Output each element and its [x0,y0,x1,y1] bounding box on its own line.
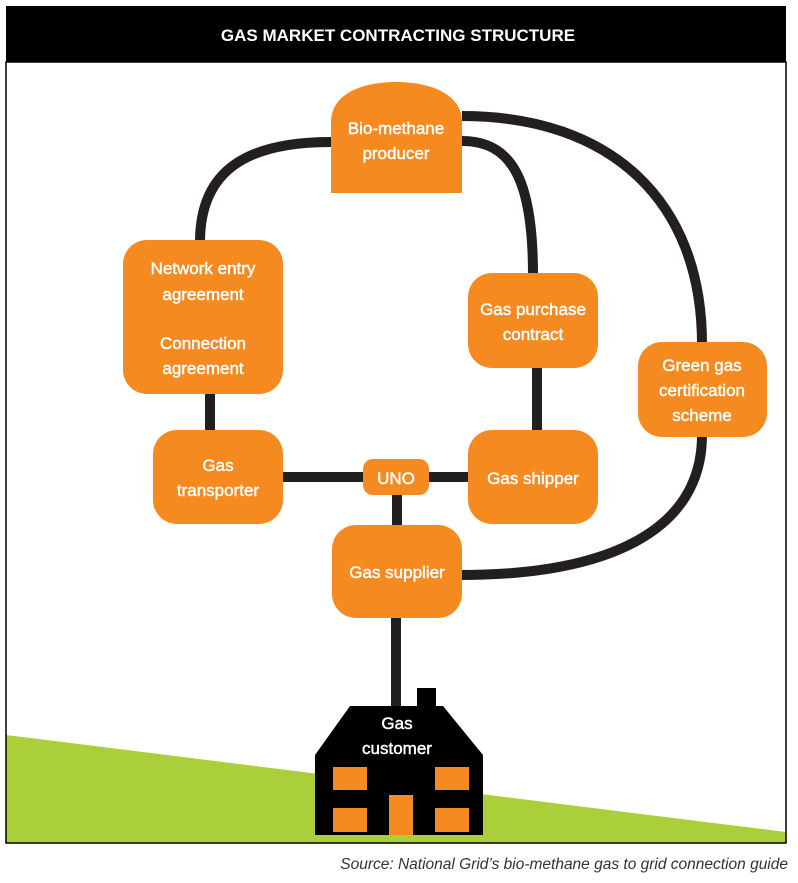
supplier-shape [332,525,462,618]
green-gas-label-line2: certification [659,381,745,400]
purchase-contract-shape [468,273,598,368]
transporter-label-line2: transporter [177,481,260,500]
source-caption: Source: National Grid’s bio-methane gas … [340,856,788,873]
node-gas-transporter: Gas transporter [153,430,283,524]
edge-green-gas-supplier [459,434,707,580]
node-bio-methane-producer: Bio-methane producer [331,82,462,193]
node-gas-customer-house: Gas customer [315,688,483,835]
node-uno: UNO [363,459,429,495]
green-gas-shape [638,342,767,437]
house-chimney [417,688,436,710]
node-green-gas-certification: Green gas certification scheme [638,342,767,437]
house-window-top-right [435,767,469,790]
house-door [389,795,413,835]
transporter-label-line1: Gas [202,456,233,475]
producer-label-line1: Bio-methane [348,119,444,138]
producer-label-line2: producer [362,144,429,163]
diagram-title: GAS MARKET CONTRACTING STRUCTURE [221,26,575,45]
connection-label-line2: agreement [162,359,244,378]
header-bar [6,6,786,62]
node-gas-purchase-contract: Gas purchase contract [468,273,598,368]
shipper-shape [468,430,598,524]
purchase-contract-label-line1: Gas purchase [480,300,586,319]
customer-label-line1: Gas [381,714,412,733]
connection-label-line1: Connection [160,334,246,353]
edge-producer-purchase-contract [461,136,538,276]
uno-shape [363,459,429,495]
network-entry-label-line2: agreement [162,285,244,304]
house-window-bottom-right [435,808,469,832]
diagram-frame [5,61,787,844]
node-gas-shipper: Gas shipper [468,430,598,524]
network-entry-label-line1: Network entry [151,259,256,278]
edge-producer-network-entry [195,137,332,243]
node-gas-supplier: Gas supplier [332,525,462,618]
purchase-contract-label-line2: contract [503,325,564,344]
house-window-top-left [333,767,367,790]
node-network-entry-agreement: Network entry agreement Connection agree… [123,240,283,394]
house-window-bottom-left [333,808,367,832]
shipper-label: Gas shipper [487,469,579,488]
producer-shape [331,82,462,193]
customer-label-line2: customer [362,739,432,758]
supplier-label: Gas supplier [349,563,445,582]
green-gas-label-line1: Green gas [662,356,741,375]
house-body [315,706,483,835]
network-entry-shape [123,240,283,394]
transporter-shape [153,430,283,524]
edge-producer-green-gas [461,111,707,345]
green-gas-label-line3: scheme [672,406,732,425]
uno-label: UNO [377,469,415,488]
